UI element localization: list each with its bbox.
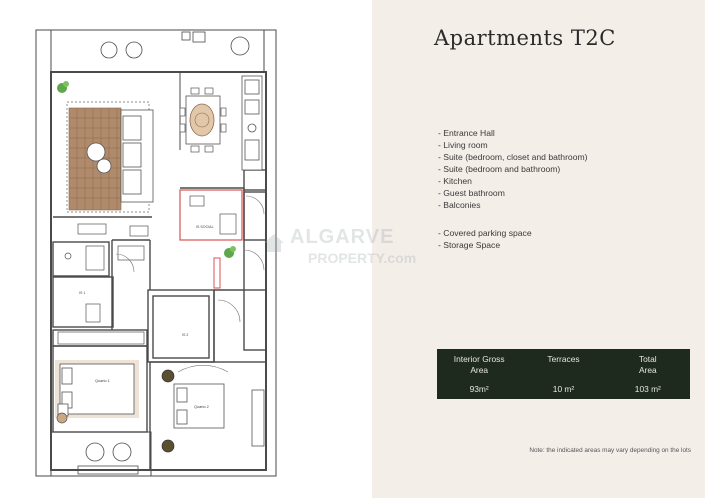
areas-note: Note: the indicated areas may vary depen… (529, 447, 691, 454)
feature-item: - Kitchen (438, 176, 472, 186)
area-value: 10 m² (552, 384, 575, 394)
area-header: Total Area (638, 354, 657, 375)
label-bedroom2: Quarto 2 (194, 405, 209, 409)
floor-plan: IS SOCIAL IS 1 IS 2 Quarto 1 Quarto 2 (35, 29, 277, 477)
area-value: 93m² (469, 384, 489, 394)
area-table: Interior Gross Area 93m² Terraces 10 m² … (437, 349, 690, 399)
label-wc2: IS 2 (182, 333, 188, 337)
area-header: Interior Gross Area (453, 354, 505, 375)
feature-item: - Suite (bedroom, closet and bathroom) (438, 152, 588, 162)
area-col-terraces: Terraces 10 m² (521, 349, 605, 399)
area-col-interior: Interior Gross Area 93m² (437, 349, 521, 399)
extra-item: - Storage Space (438, 240, 501, 250)
extra-item: - Covered parking space (438, 228, 532, 238)
label-wc1: IS 1 (79, 291, 85, 295)
floor-plan-panel: IS SOCIAL IS 1 IS 2 Quarto 1 Quarto 2 (35, 29, 277, 477)
features-list: - Entrance Hall - Living room - Suite (b… (438, 127, 588, 211)
feature-item: - Entrance Hall (438, 128, 495, 138)
page-title: Apartments T2C (434, 26, 616, 50)
info-panel: Apartments T2C - Entrance Hall - Living … (372, 0, 705, 498)
feature-item: - Living room (438, 140, 488, 150)
plant-icon (57, 81, 236, 258)
feature-item: - Guest bathroom (438, 188, 505, 198)
extras-list: - Covered parking space - Storage Space (438, 227, 532, 251)
area-col-total: Total Area 103 m² (606, 349, 690, 399)
area-header: Terraces (547, 354, 580, 364)
label-wc-social: IS SOCIAL (196, 225, 214, 229)
label-bedroom1: Quarto 1 (95, 379, 110, 383)
area-value: 103 m² (634, 384, 661, 394)
feature-item: - Suite (bedroom and bathroom) (438, 164, 561, 174)
feature-item: - Balconies (438, 200, 481, 210)
